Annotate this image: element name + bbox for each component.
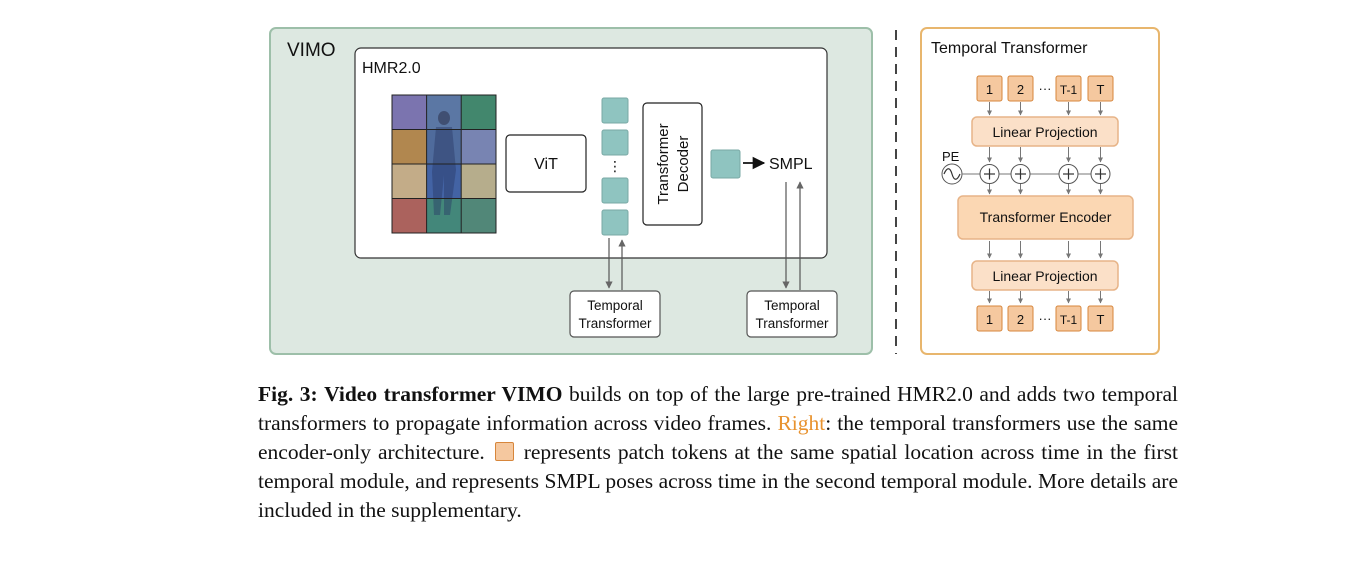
top-token-t: T bbox=[1097, 82, 1105, 97]
bottom-token-ellipsis: ··· bbox=[1039, 311, 1052, 326]
token-ellipsis: ⋮ bbox=[608, 158, 622, 174]
linear-projection-top-label: Linear Projection bbox=[992, 124, 1097, 140]
vimo-panel: VIMO HMR2.0 bbox=[269, 27, 873, 355]
bottom-token-t: T bbox=[1097, 312, 1105, 327]
caption-text-2: : the temporal transformers use the same… bbox=[258, 411, 1178, 464]
top-token-row: 1 2 ··· T-1 T bbox=[976, 75, 1114, 102]
temporal-box-1-line1: Temporal bbox=[587, 298, 643, 313]
token bbox=[601, 209, 629, 236]
token bbox=[601, 129, 629, 156]
transformer-encoder-block: Transformer Encoder bbox=[957, 195, 1134, 240]
caption-right-word: Right bbox=[777, 411, 826, 435]
bottom-token-1: 1 bbox=[986, 312, 993, 327]
caption-text-3: represents patch tokens at the same spat… bbox=[258, 440, 1178, 522]
caption-title: Video transformer VIMO bbox=[324, 382, 563, 406]
orange-token-swatch bbox=[494, 442, 514, 461]
linear-projection-bottom-label: Linear Projection bbox=[992, 268, 1097, 284]
plus-nodes bbox=[979, 164, 1111, 184]
token-column: ⋮ bbox=[601, 97, 629, 236]
top-token-ellipsis: ··· bbox=[1039, 81, 1052, 96]
figure-caption: Fig. 3: Video transformer VIMO builds on… bbox=[258, 380, 1178, 525]
image-patch-grid bbox=[391, 94, 497, 234]
plus-icon bbox=[1010, 164, 1031, 184]
decoder-label-line1: Transformer bbox=[655, 123, 672, 204]
linear-projection-bottom: Linear Projection bbox=[971, 260, 1119, 291]
caption-fig-label: Fig. 3: bbox=[258, 382, 318, 406]
sine-wave-icon bbox=[941, 163, 963, 185]
bottom-token-t-minus-1: T-1 bbox=[1060, 313, 1078, 327]
temporal-transformer-box-2: Temporal Transformer bbox=[746, 290, 838, 338]
hmr-label: HMR2.0 bbox=[362, 60, 421, 77]
plus-icon bbox=[1058, 164, 1079, 184]
encoder-label: Transformer Encoder bbox=[980, 209, 1112, 225]
temporal-box-2-line1: Temporal bbox=[764, 298, 820, 313]
temporal-box-1-line2: Transformer bbox=[578, 316, 652, 331]
arrows-tokens-to-projection bbox=[987, 102, 1103, 116]
token bbox=[601, 177, 629, 204]
linear-projection-top: Linear Projection bbox=[971, 116, 1119, 147]
top-token-2: 2 bbox=[1017, 82, 1024, 97]
temporal-transformer-panel: Temporal Transformer 1 2 ··· T-1 T Linea… bbox=[920, 27, 1160, 355]
top-token-t-minus-1: T-1 bbox=[1060, 83, 1078, 97]
vimo-label: VIMO bbox=[287, 40, 336, 61]
plus-icon bbox=[979, 164, 1000, 184]
arrows-projection-to-tokens bbox=[987, 291, 1103, 304]
output-token bbox=[710, 149, 741, 179]
smpl-label: SMPL bbox=[769, 156, 813, 173]
vit-label: ViT bbox=[534, 156, 558, 173]
arrows-plus-to-encoder bbox=[987, 184, 1103, 195]
temporal-box-2-line2: Transformer bbox=[755, 316, 829, 331]
temporal-panel-title: Temporal Transformer bbox=[931, 40, 1088, 57]
plus-icon bbox=[1090, 164, 1111, 184]
caption-text-1: builds on top of the large pre-trained H… bbox=[258, 382, 1178, 435]
top-token-1: 1 bbox=[986, 82, 993, 97]
decoder-label-line2: Decoder bbox=[675, 136, 692, 193]
arrows-projection-to-plus bbox=[987, 147, 1103, 163]
arrows-encoder-to-projection bbox=[987, 241, 1103, 259]
temporal-transformer-box-1: Temporal Transformer bbox=[569, 290, 661, 338]
transformer-decoder-block: Transformer Decoder bbox=[642, 102, 703, 226]
bottom-token-row: 1 2 ··· T-1 T bbox=[976, 305, 1114, 332]
token bbox=[601, 97, 629, 124]
vit-block: ViT bbox=[505, 134, 587, 193]
bottom-token-2: 2 bbox=[1017, 312, 1024, 327]
pe-label: PE bbox=[942, 149, 960, 164]
